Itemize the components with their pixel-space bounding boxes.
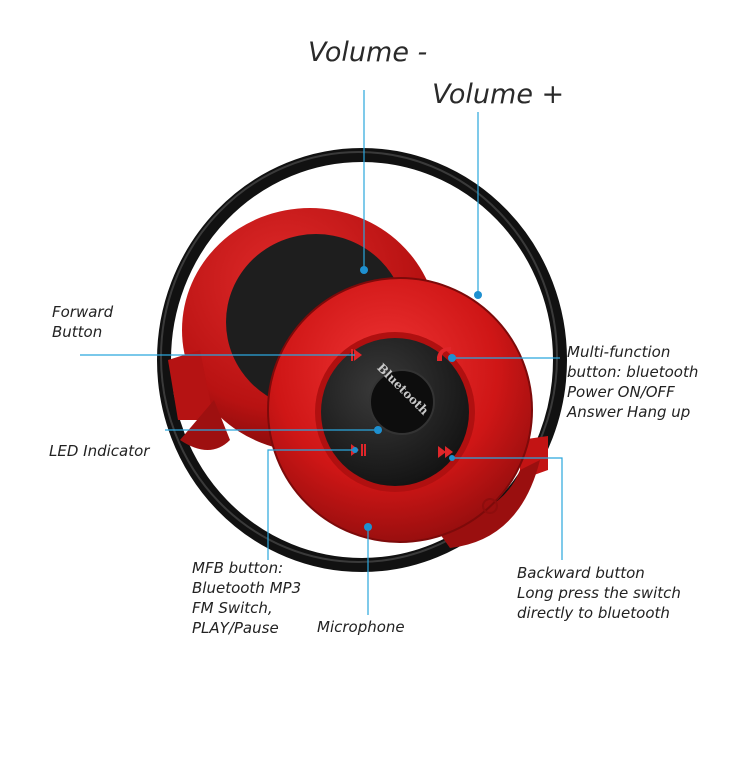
dot-microphone: [364, 523, 372, 531]
front-earcup: Bluetooth: [267, 277, 548, 548]
mfb-button-label: MFB button: Bluetooth MP3 FM Switch, PLA…: [192, 559, 302, 637]
dot-volume-plus: [474, 291, 482, 299]
backward-icon: [438, 446, 453, 458]
multi-function-label: Multi-function button: bluetooth Power O…: [567, 343, 699, 421]
dot-multi-function: [448, 354, 456, 362]
microphone-label: Microphone: [317, 618, 405, 636]
neckband: [157, 148, 567, 572]
bluetooth-logo-button: [369, 369, 435, 435]
dot-backward: [449, 455, 455, 461]
callout-dots: [352, 266, 482, 531]
volume-plus-label: Volume +: [432, 79, 565, 110]
dot-led: [374, 426, 382, 434]
callout-lines: [80, 90, 563, 615]
dot-volume-minus: [360, 266, 368, 274]
backward-button-label: Backward button Long press the switch di…: [517, 564, 681, 622]
led-indicator-label: LED Indicator: [49, 442, 150, 460]
volume-minus-label: Volume -: [308, 37, 428, 68]
phone-icon: [437, 347, 451, 361]
dot-mfb: [352, 447, 358, 453]
forward-button-label: Forward Button: [52, 303, 114, 341]
